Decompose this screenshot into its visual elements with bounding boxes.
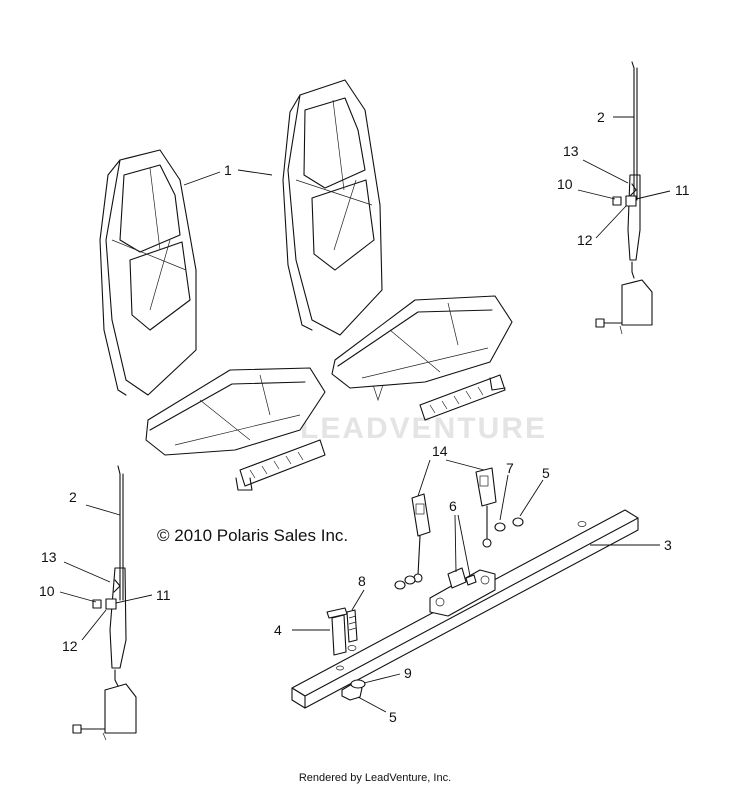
footer-credit: Rendered by LeadVenture, Inc. (298, 772, 452, 784)
callout-12-right: 12 (577, 232, 593, 248)
callout-5-bottom: 5 (389, 709, 397, 725)
callout-10-left: 10 (39, 583, 55, 599)
callout-11-right: 11 (675, 182, 690, 198)
callout-2-right: 2 (597, 109, 605, 125)
buckles (411, 467, 497, 583)
callout-12-left: 12 (62, 638, 78, 654)
callout-11-left: 11 (156, 587, 171, 603)
callout-10-right: 10 (557, 176, 573, 192)
hardware (326, 517, 524, 701)
belt-assembly-right (595, 61, 653, 335)
callout-13-left: 13 (41, 549, 57, 565)
callout-9: 9 (404, 665, 412, 681)
callout-3-crossbar: 3 (664, 537, 672, 553)
callout-6: 6 (449, 498, 457, 514)
callout-13-right: 13 (563, 143, 579, 159)
callout-5-top: 5 (542, 465, 550, 481)
copyright-text: © 2010 Polaris Sales Inc. (157, 526, 348, 545)
callout-2-left: 2 (69, 489, 77, 505)
callout-7: 7 (506, 460, 514, 476)
callout-8: 8 (358, 573, 366, 589)
watermark: LEADVENTURE (300, 344, 547, 445)
callout-14-buckle: 14 (432, 443, 448, 459)
crossbar (291, 509, 639, 709)
watermark-text: LEADVENTURE (300, 412, 547, 445)
belt-assembly-left (72, 465, 137, 741)
seat-left (99, 149, 326, 491)
callout-4: 4 (274, 622, 282, 638)
callout-1-seat: 1 (224, 162, 232, 178)
seat-right (282, 79, 513, 421)
